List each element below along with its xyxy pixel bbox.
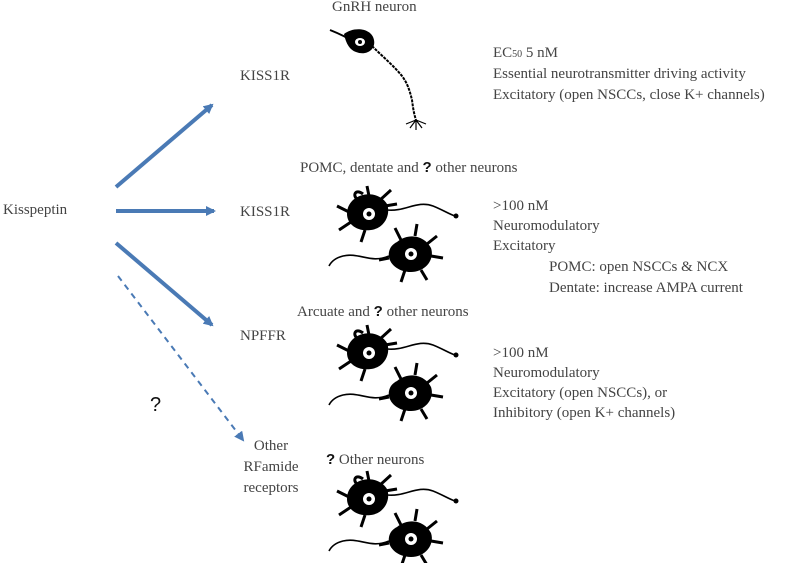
arrow-to-kiss1r-gnrh (114, 103, 214, 189)
receptor-npffr: NPFFR (240, 328, 286, 344)
pomc-note-3: Excitatory (493, 238, 556, 254)
gnrh-neuron-title: GnRH neuron (332, 0, 417, 15)
pomc-note-4: POMC: open NSCCs & NCX (549, 259, 729, 275)
other-neuron-drawing (327, 469, 460, 563)
arrow-to-npffr (114, 241, 214, 327)
receptor-kiss1r-1: KISS1R (240, 68, 291, 84)
receptor-other-rfamide: Other RFamide receptors (242, 436, 300, 499)
pomc-neuron-title: POMC, dentate and ? other neurons (300, 159, 518, 176)
gnrh-note-ec50: EC50 5 nM (493, 45, 559, 61)
gnrh-neuron-drawing (329, 29, 427, 130)
pomc-neuron-drawing (327, 184, 460, 284)
arcuate-neuron-title: Arcuate and ? other neurons (297, 303, 469, 320)
npffr-note-4: Inhibitory (open K+ channels) (493, 405, 676, 421)
other-neurons-title: ? Other neurons (326, 451, 425, 468)
receptor-kiss1r-2: KISS1R (240, 204, 291, 220)
npffr-note-1: >100 nM (493, 345, 549, 361)
rfamide-line-2: RFamide (243, 459, 299, 475)
kisspeptin-label: Kisspeptin (3, 202, 68, 218)
arcuate-neuron-drawing (327, 323, 460, 423)
pomc-note-1: >100 nM (493, 198, 549, 214)
pomc-note-5: Dentate: increase AMPA current (549, 280, 743, 296)
npffr-note-2: Neuromodulatory (493, 365, 600, 381)
unknown-pathway-mark: ? (150, 394, 162, 416)
arrow-to-other-rfamide (117, 275, 245, 442)
npffr-note-3: Excitatory (open NSCCs), or (493, 385, 668, 401)
rfamide-line-3: receptors (243, 480, 299, 496)
gnrh-note-2: Essential neurotransmitter driving activ… (493, 66, 746, 82)
rfamide-line-1: Other (253, 438, 289, 454)
pomc-note-2: Neuromodulatory (493, 218, 600, 234)
gnrh-note-3: Excitatory (open NSCCs, close K+ channel… (493, 87, 765, 103)
